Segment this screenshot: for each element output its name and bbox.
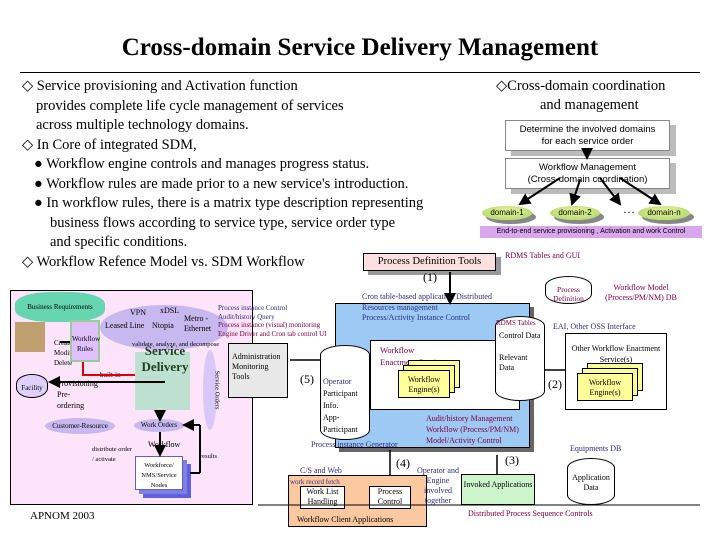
page-title: Cross-domain Service Delivery Management: [121, 34, 599, 61]
bullet-1-cont2: across multiple technology domains.: [36, 117, 249, 133]
label-4: (4): [396, 456, 410, 470]
validate-label: validate, analyze, and decompose: [132, 341, 220, 348]
domain-1: domain-1: [482, 206, 532, 220]
network-services-cloud: [100, 305, 228, 350]
pai-label: Process/Activity Instance Control: [362, 313, 470, 322]
bullet-2: ◇ In Core of integrated SDM,: [22, 136, 197, 153]
sub-bullet-1: ● Workflow engine controls and manages p…: [34, 156, 370, 172]
title-rule: [20, 72, 700, 73]
domain-n: domain-n: [638, 206, 690, 220]
workflow-management-box: Workflow Management(Cross-domain coordin…: [505, 158, 670, 189]
equipments-db-label: Equipments DB: [570, 444, 622, 453]
distribute-label: distribute order / activate: [92, 446, 132, 463]
sub-bullet-3-cont2: and specific conditions.: [50, 234, 188, 250]
network-nodes: Workforce/ NMS/Service Nodes: [135, 456, 183, 490]
label-5: (5): [300, 372, 314, 386]
bullet-1-cont: provides complete life cycle management …: [36, 97, 344, 114]
rdms-gui-label: RDMS Tables and GUI: [505, 251, 581, 260]
process-control: Process Control: [369, 486, 411, 509]
service-orders-ellipse: [203, 350, 217, 430]
results-label: results: [200, 453, 217, 460]
facility-db: Facility: [16, 374, 48, 398]
bullet-list: ◇ Service provisioning and Activation fu…: [22, 77, 423, 272]
provisioning-label: Provisioning Pre-ordering: [57, 379, 98, 410]
e2e-arrow: End-to-end service provisioning , Activa…: [480, 226, 702, 238]
sub-bullet-3-cont: business flows according to service type…: [50, 214, 396, 231]
leased-line-label: Leased Line: [105, 321, 145, 330]
bullet-3: ◇ Workflow Refence Model vs. SDM Workflo…: [22, 253, 305, 270]
resources-label: Resources management: [362, 303, 438, 312]
bullet-1: ◇ Service provisioning and Activation fu…: [22, 78, 298, 94]
work-orders: Work Orders: [134, 419, 184, 432]
other-workflow-label: Other Workflow Enactment Service(s): [571, 344, 661, 364]
instance-generator-label: Process instance Generator: [311, 440, 398, 449]
domain-ellipsis: …: [623, 202, 635, 216]
label-3: (3): [505, 453, 519, 467]
xdsl-label: xDSL: [160, 306, 180, 315]
work-list-handling: Work List Handling: [300, 486, 345, 509]
workflow-model-db-label: Workflow Model (Process/PM/NM) DB: [605, 283, 677, 302]
ntopia-label: Ntopia: [152, 321, 174, 330]
wes-label: Workflow Enactment Service: [380, 345, 444, 367]
business-requirements-cloud: Business Requirements: [15, 292, 105, 322]
invoked-applications: Invoked Applications: [461, 474, 535, 505]
customer-resource: Customer-Resource: [45, 418, 115, 434]
application-data-db: Application Data: [567, 458, 615, 505]
cron-label: Cron table-based application Distributed: [362, 292, 492, 301]
apnom-label: APNOM 2003: [30, 510, 95, 522]
workflow-engine: Workflow Engine(s): [398, 370, 450, 398]
cross-heading-2: and management: [540, 97, 639, 113]
admin-monitoring-tools: Administration Monitoring Tools: [228, 343, 288, 398]
sub-bullet-3: ● In workflow rules, there is a matrix t…: [34, 195, 424, 211]
metro-ethernet-label: Metro -Ethernet: [184, 314, 212, 333]
workflow-rules-doc: Workflow Rules: [70, 320, 100, 362]
other-workflow-engine: Workflow Engine(s): [577, 373, 633, 401]
domain-2: domain-2: [550, 206, 600, 220]
eai-label: EAI, Other OSS Interface: [553, 322, 636, 331]
dpsc-label: Distributed Process Sequence Controls: [468, 509, 593, 518]
user-picture: [15, 322, 45, 352]
label-1: (1): [423, 270, 437, 284]
vpn-label: VPN: [130, 308, 147, 317]
client-apps-label: Workflow Client Applications: [297, 515, 394, 524]
process-definition-db: Process Definition: [545, 276, 592, 304]
work-record-fetch-label: work record fetch: [290, 478, 340, 486]
process-definition-tools: Process Definition Tools: [363, 253, 496, 271]
sub-bullet-2: ● Workflow rules are made prior to a new…: [34, 175, 409, 192]
cs-web-label: C/S and Web: [300, 466, 342, 475]
label-2: (2): [548, 377, 562, 391]
service-delivery-label: Service Delivery: [141, 343, 189, 374]
rdms-tables-label: RDMS Tables: [496, 319, 536, 327]
operator-engine-label: Operator and Engine involved together: [417, 466, 459, 505]
cross-heading: ◇Cross-domain coordination: [496, 78, 666, 94]
workflow-label: Workflow: [148, 440, 181, 449]
